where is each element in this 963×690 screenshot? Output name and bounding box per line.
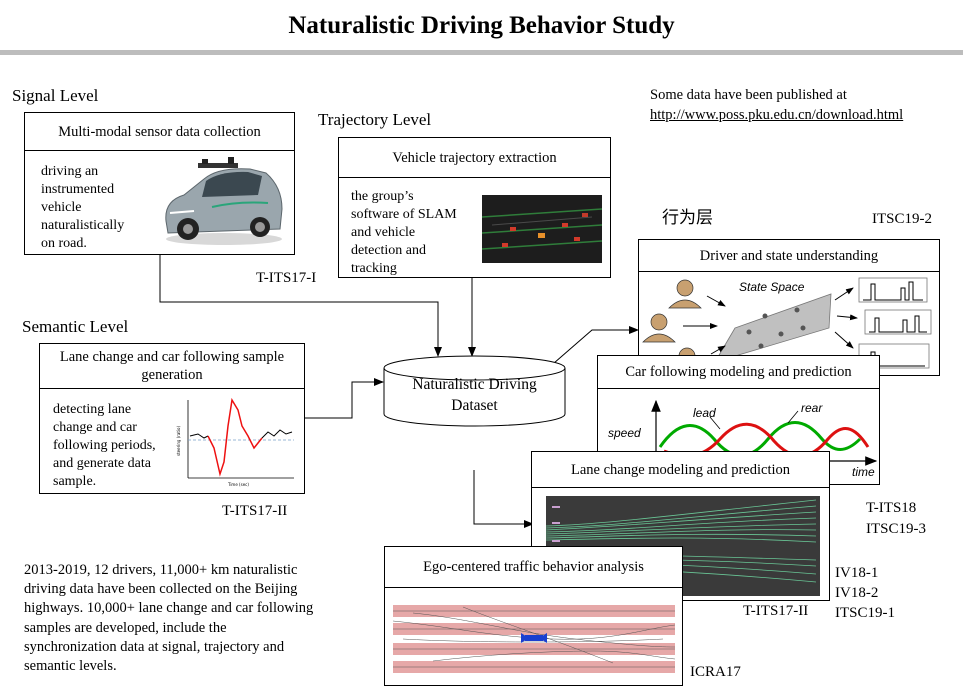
lane-change-title: Lane change modeling and prediction: [532, 452, 829, 488]
semantic-text: detecting lane change and car following …: [53, 402, 156, 489]
trajectory-box-title: Vehicle trajectory extraction: [339, 138, 610, 178]
svg-text:steering (ratio): steering (ratio): [176, 426, 181, 456]
published-note: Some data have been published at: [650, 87, 847, 103]
lane-change-signal-plot: steering (ratio) Time (sec): [176, 397, 294, 487]
title-divider: [0, 50, 963, 55]
semantic-ref: T-ITS17-II: [222, 503, 288, 519]
time-label: time: [852, 465, 875, 479]
ego-title: Ego-centered traffic behavior analysis: [385, 547, 682, 588]
signal-level-label: Signal Level: [12, 86, 99, 105]
behavior-layer-label: 行为层: [662, 208, 713, 228]
car-following-refs: T-ITS18 ITSC19-3: [866, 500, 926, 537]
signal-text: driving an instrumented vehicle naturali…: [41, 164, 125, 251]
ego-box: Ego-centered traffic behavior analysis: [384, 546, 683, 686]
page-title: Naturalistic Driving Behavior Study: [288, 12, 675, 39]
semantic-box-title: Lane change and car following sample gen…: [40, 344, 304, 389]
semantic-box: Lane change and car following sample gen…: [39, 343, 305, 494]
download-link[interactable]: http://www.poss.pku.edu.cn/download.html: [650, 107, 904, 123]
summary-text: 2013-2019, 12 drivers, 11,000+ km natura…: [24, 562, 314, 675]
instrumented-vehicle-image: [165, 157, 283, 245]
semantic-level-label: Semantic Level: [22, 317, 129, 336]
state-space-figure: [642, 277, 932, 376]
ego-ref: ICRA17: [690, 664, 741, 680]
trajectory-box: Vehicle trajectory extraction the group’…: [338, 137, 611, 278]
signal-box-title: Multi-modal sensor data collection: [25, 113, 294, 151]
signal-ref: T-ITS17-I: [256, 270, 317, 286]
driver-state-title: Driver and state understanding: [639, 240, 939, 272]
car-following-title: Car following modeling and prediction: [598, 356, 879, 389]
state-space-label: State Space: [739, 280, 805, 294]
lead-label: lead: [693, 406, 716, 420]
signal-box: Multi-modal sensor data collection drivi…: [24, 112, 295, 255]
rear-label: rear: [801, 401, 823, 415]
svg-text:Time (sec): Time (sec): [227, 482, 249, 487]
dataset-cylinder: [383, 355, 566, 427]
lane-change-refs: IV18-1 IV18-2 ITSC19-1: [835, 565, 895, 621]
dataset-label: Naturalistic Driving Dataset: [412, 376, 537, 414]
lane-change-ref-bottom: T-ITS17-II: [743, 603, 809, 619]
trajectory-level-label: Trajectory Level: [318, 110, 432, 129]
driver-state-box: Driver and state understanding State Spa…: [638, 239, 940, 376]
trajectory-tracking-image: [482, 195, 602, 263]
ego-traffic-figure: [393, 605, 675, 673]
trajectory-text: the group’s software of SLAM and vehicle…: [351, 189, 457, 276]
speed-label: speed: [608, 426, 641, 440]
behavior-ref-top: ITSC19-2: [872, 211, 932, 227]
